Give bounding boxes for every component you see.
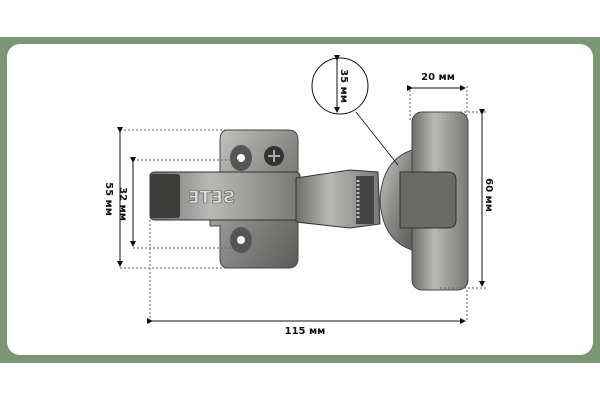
hinge-arm [295, 169, 381, 229]
label-total-length: 115 мм [285, 326, 326, 337]
brand-stamp: SETE [188, 188, 235, 208]
label-cup-width: 20 мм [421, 72, 455, 83]
label-hole-spacing: 32 мм [117, 187, 128, 221]
label-cup-diameter: 35 мм [338, 69, 349, 103]
label-plate-height: 55 мм [103, 182, 114, 216]
leader-line [355, 111, 399, 166]
cup-detail-circle [311, 57, 369, 115]
label-cup-plate-height: 60 мм [483, 178, 494, 212]
hinge-cup [379, 111, 469, 291]
screw-icon [264, 146, 284, 166]
mounting-plate: SETE [149, 129, 301, 269]
